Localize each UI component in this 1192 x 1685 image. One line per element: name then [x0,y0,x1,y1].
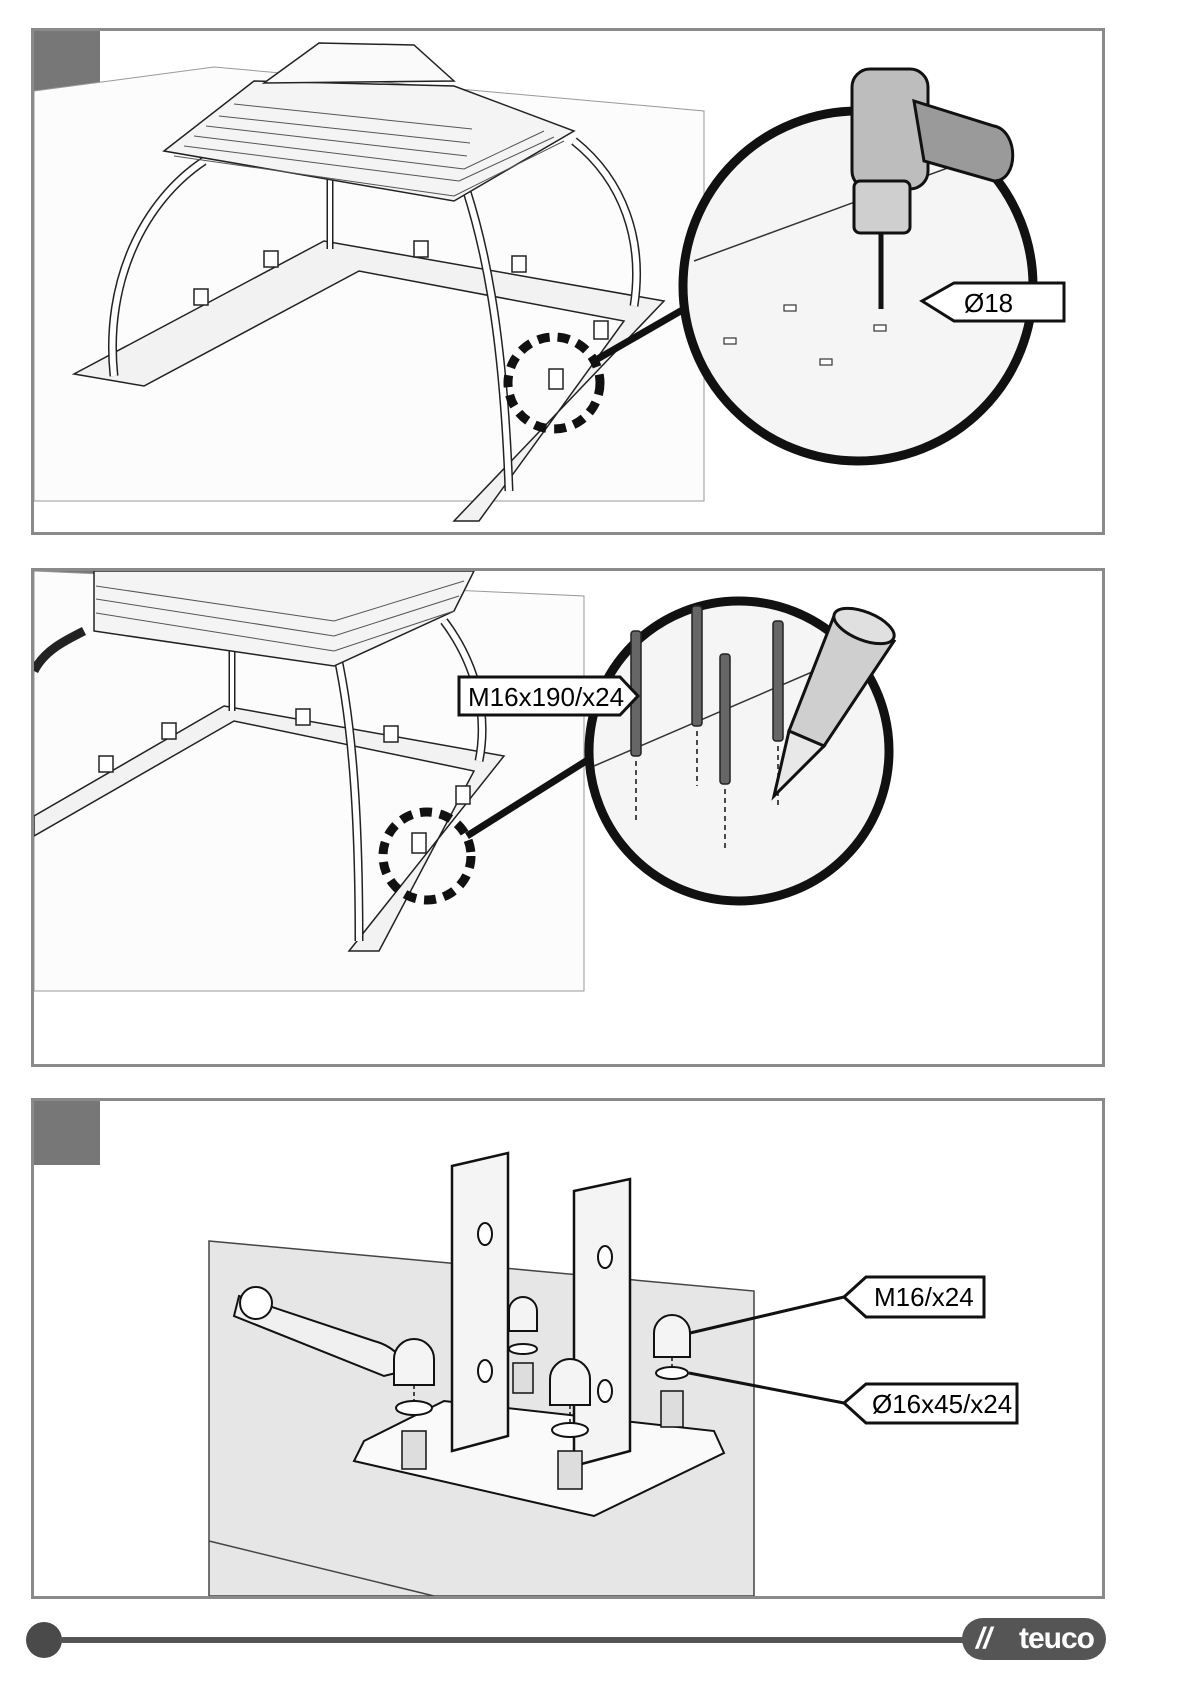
footer-rule [60,1637,980,1643]
drilling-illustration: Ø18 [34,31,1102,532]
page-marker-dot [26,1622,62,1658]
bracket-fixing-illustration: M16/x24 Ø16x45/x24 [34,1101,1102,1596]
callout-cap-nut: M16/x24 [874,1282,974,1312]
callout-drill-diameter: Ø18 [964,288,1013,318]
callout-washer: Ø16x45/x24 [872,1389,1012,1419]
anchor-insertion-illustration: M16x190/x24 [34,571,1102,1064]
logo-mark-icon: // [976,1618,991,1660]
logo-text: teuco [1019,1622,1094,1655]
brand-logo: // teuco [962,1618,1106,1660]
footer: // teuco [0,1610,1192,1670]
step-panel-2: M16x190/x24 [31,568,1105,1067]
callout-threaded-rod: M16x190/x24 [468,682,624,712]
step-panel-1: Ø18 [31,28,1105,535]
step-panel-3: M16/x24 Ø16x45/x24 [31,1098,1105,1599]
